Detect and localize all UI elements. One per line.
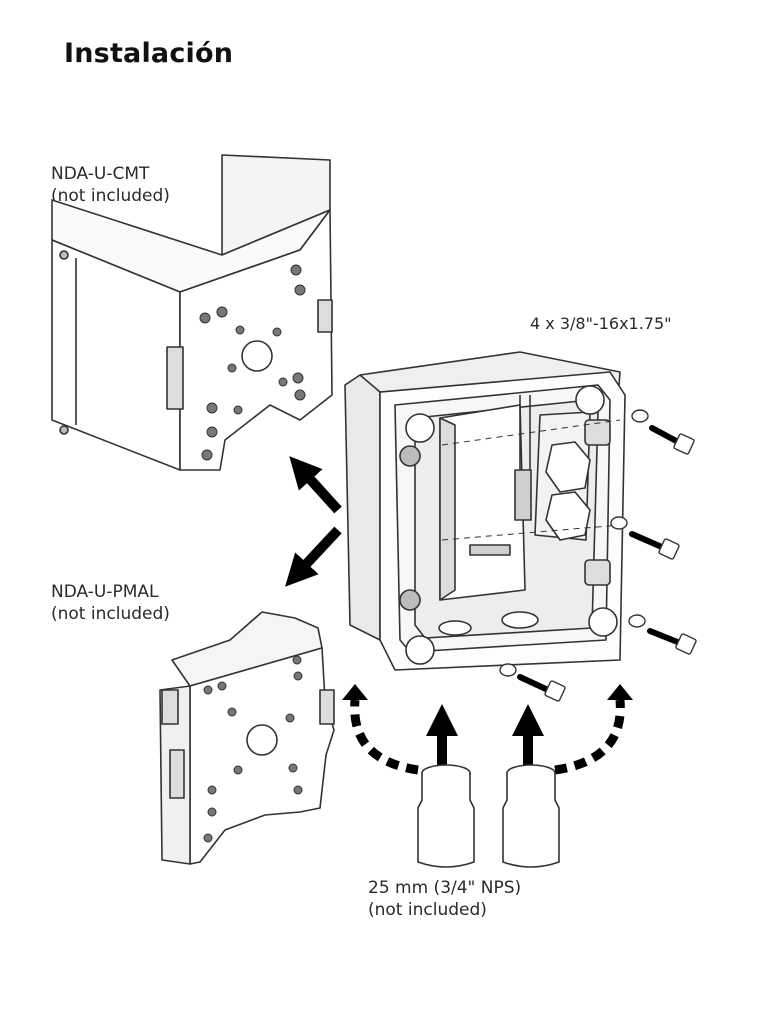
rotate-arrow-heads bbox=[342, 684, 633, 700]
label-pole-mount: NDA-U-PMAL (not included) bbox=[51, 581, 170, 625]
rotate-arrows bbox=[350, 699, 625, 775]
label-screws: 4 x 3/8"-16x1.75" bbox=[530, 313, 672, 335]
corner-mount-bracket bbox=[51, 154, 333, 471]
label-corner-mount-model: NDA-U-CMT bbox=[51, 164, 150, 184]
mounting-screws bbox=[499, 409, 697, 702]
label-conduit: 25 mm (3/4" NPS) (not included) bbox=[368, 877, 521, 921]
label-pole-mount-note: (not included) bbox=[51, 604, 170, 624]
junction-box bbox=[344, 351, 626, 671]
label-pole-mount-model: NDA-U-PMAL bbox=[51, 582, 159, 602]
label-corner-mount-note: (not included) bbox=[51, 186, 170, 206]
pole-mount-bracket bbox=[159, 611, 335, 865]
label-conduit-note: (not included) bbox=[368, 900, 487, 920]
label-conduit-size: 25 mm (3/4" NPS) bbox=[368, 878, 522, 898]
page-title: Instalación bbox=[64, 38, 234, 69]
conduit-fittings bbox=[417, 764, 560, 868]
label-screws-spec: 4 x 3/8"-16x1.75" bbox=[530, 314, 672, 333]
direction-arrows bbox=[285, 456, 544, 768]
label-corner-mount: NDA-U-CMT (not included) bbox=[51, 163, 170, 207]
